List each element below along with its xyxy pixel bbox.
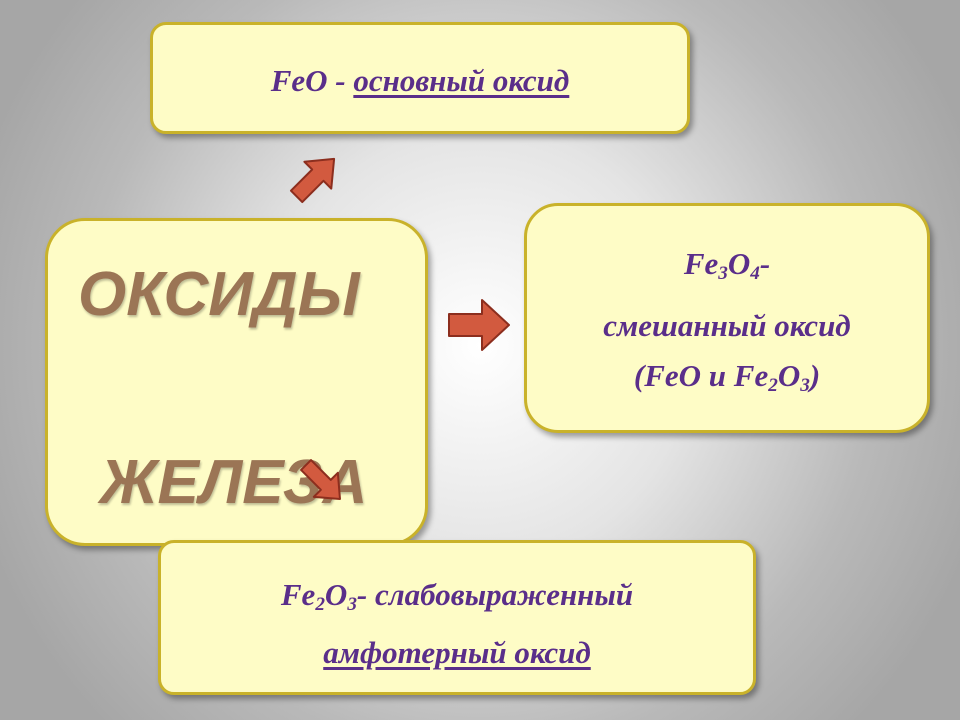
composition-el1: Fe: [733, 358, 769, 393]
fe2o3-description-line: амфотерный оксид: [161, 635, 753, 671]
fe3o4-composition: (FeO и Fe2O3): [527, 358, 927, 397]
composition-part1: FeO и: [644, 358, 734, 393]
fe3o4-formula: Fe3O4-: [527, 246, 927, 285]
fe3o4-box: Fe3O4- смешанный оксид (FeO и Fe2O3): [524, 203, 930, 433]
fe3o4-sub1: 3: [718, 262, 728, 284]
arrow-down-right-icon: [300, 459, 341, 500]
feo-description: основный оксид: [353, 63, 570, 98]
fe3o4-el1: Fe: [683, 246, 719, 281]
iron-oxides-box: ОКСИДЫ ЖЕЛЕЗА: [45, 218, 428, 546]
composition-sub1: 2: [768, 374, 778, 396]
feo-line: FeO - основный оксид: [153, 63, 687, 99]
fe2o3-description: амфотерный оксид: [323, 635, 591, 670]
paren-close: ): [809, 358, 821, 393]
fe2o3-el2: O: [324, 577, 348, 612]
oxides-word: ОКСИДЫ: [78, 260, 360, 329]
fe2o3-suffix: - слабовыраженный: [356, 577, 634, 612]
fe3o4-suffix: -: [759, 246, 771, 281]
feo-box: FeO - основный оксид: [150, 22, 690, 134]
fe3o4-sub2: 4: [750, 262, 760, 284]
composition-sub2: 3: [800, 374, 810, 396]
fe3o4-description: смешанный оксид: [603, 308, 851, 343]
feo-formula: FeO: [270, 63, 328, 98]
fe2o3-sub1: 2: [315, 593, 325, 615]
feo-separator: -: [327, 63, 354, 98]
fe2o3-formula: Fe2O3- слабовыраженный: [161, 577, 753, 616]
fe3o4-el2: O: [727, 246, 751, 281]
fe2o3-el1: Fe: [280, 577, 316, 612]
composition-el2: O: [777, 358, 801, 393]
fe2o3-sub2: 3: [347, 593, 357, 615]
fe2o3-box: Fe2O3- слабовыраженный амфотерный оксид: [158, 540, 756, 695]
paren-open: (: [633, 358, 645, 393]
arrow-up-right-icon: [289, 157, 336, 204]
arrow-right-icon: [448, 299, 510, 351]
